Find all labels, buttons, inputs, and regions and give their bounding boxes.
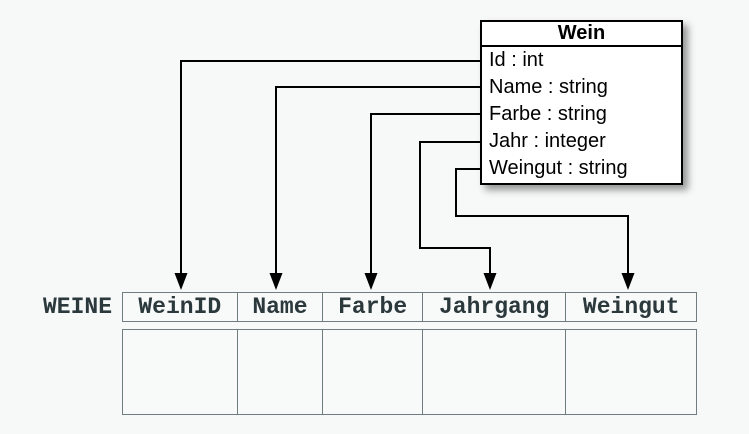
- arrowhead-icon: [269, 273, 283, 290]
- class-attribute-id: Id : int: [489, 49, 544, 71]
- class-attribute-name: Name : string: [489, 76, 608, 98]
- empty-cell-weingut: [566, 330, 696, 414]
- arrowhead-icon: [364, 273, 378, 290]
- column-header-jahrgang: Jahrgang: [423, 293, 567, 321]
- arrow-farbe-to-farbe: [364, 113, 480, 290]
- column-header-weingut: Weingut: [582, 294, 680, 320]
- arrowhead-icon: [174, 273, 188, 290]
- class-attribute-farbe: Farbe : string: [489, 103, 607, 125]
- arrow-name-to-name: [269, 86, 480, 290]
- class-title: Wein: [482, 22, 681, 47]
- table-name-label: WEINE: [42, 294, 112, 320]
- empty-cell-name: [238, 330, 324, 414]
- empty-cell-weinid: [123, 330, 238, 414]
- empty-cell-jahrgang: [423, 330, 567, 414]
- empty-cell-farbe: [323, 330, 423, 414]
- arrowhead-icon: [483, 273, 497, 290]
- class-attribute-jahr: Jahr : integer: [489, 130, 606, 152]
- arrow-jahr-to-jahrgang: [419, 141, 497, 290]
- arrow-id-to-weinid: [174, 60, 480, 290]
- table-body-row: [122, 329, 697, 415]
- arrow-weingut-to-weingut: [455, 168, 635, 290]
- class-box-wein: Wein Id : int Name : string Farbe : stri…: [480, 20, 683, 185]
- column-header-name: Name: [238, 293, 324, 321]
- arrowhead-icon: [621, 273, 635, 290]
- column-header-farbe: Farbe: [323, 293, 423, 321]
- class-attribute-weingut: Weingut : string: [489, 157, 628, 179]
- class-attribute-list: Id : int Name : string Farbe : string Ja…: [482, 47, 681, 182]
- column-header-weinid: WeinID: [123, 293, 238, 321]
- table-header-row: WeinID Name Farbe Jahrgang Weingut: [122, 292, 697, 322]
